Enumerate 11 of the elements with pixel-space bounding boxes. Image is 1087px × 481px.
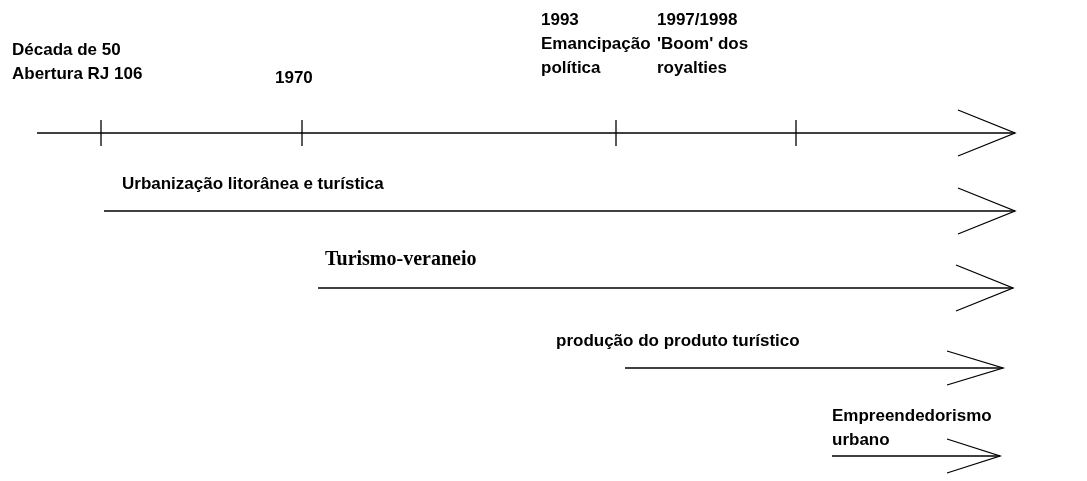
period-label: Empreendedorismo urbano (832, 405, 993, 451)
date-label: 1970 (275, 67, 313, 89)
event-label: Emancipação política (541, 33, 652, 79)
event-label: 'Boom' dos royalties (657, 33, 750, 79)
date-label: 1993 (541, 9, 579, 31)
date-label: Década de 50 (12, 39, 121, 61)
period-label: produção do produto turístico (556, 330, 800, 352)
period-label: Urbanização litorânea e turística (122, 173, 384, 195)
event-label: Abertura RJ 106 (12, 63, 143, 85)
period-label: Turismo-veraneio (325, 246, 477, 270)
date-label: 1997/1998 (657, 9, 738, 31)
